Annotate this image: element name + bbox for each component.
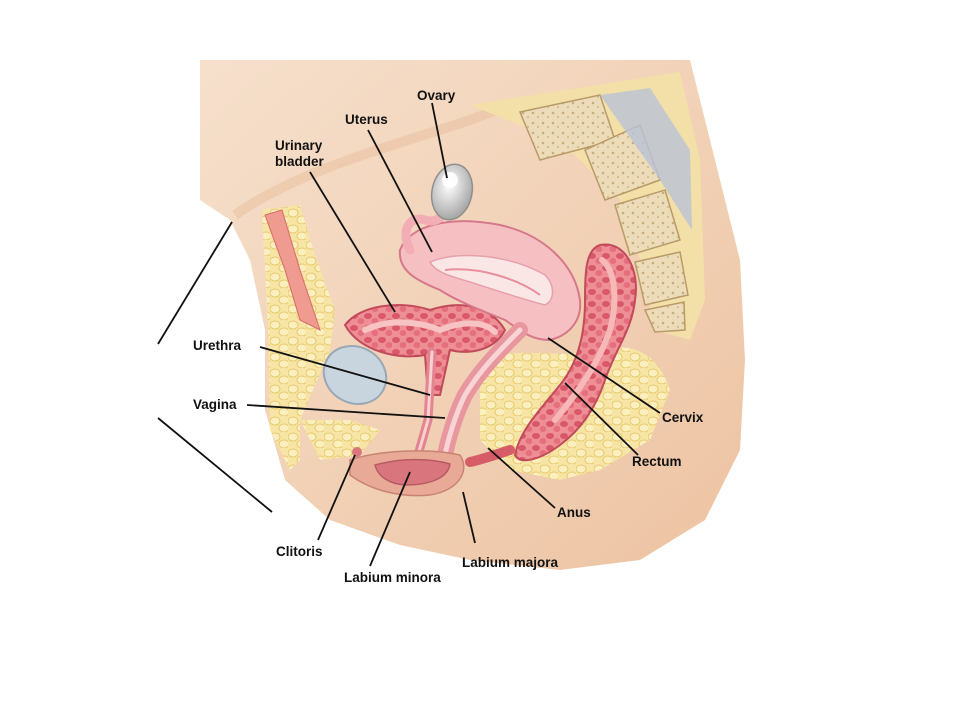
line-anus	[487, 447, 556, 509]
uterus-shape	[398, 220, 582, 342]
bracket-line-upper	[157, 221, 233, 345]
label-uterus: Uterus	[345, 112, 388, 127]
label-urethra: Urethra	[193, 338, 242, 353]
label-cervix: Cervix	[662, 410, 704, 425]
label-urinary-bladder-2: bladder	[275, 154, 325, 169]
line-uterus	[367, 129, 433, 253]
line-labium-minora	[369, 471, 411, 567]
line-vagina	[246, 404, 446, 419]
urinary-bladder	[343, 304, 507, 396]
bracket-line-lower	[157, 417, 273, 513]
line-cervix	[547, 337, 661, 414]
leader-lines	[157, 102, 661, 567]
anal-canal	[465, 445, 515, 467]
clitoris-shape	[352, 447, 362, 457]
line-labium-majora	[462, 491, 476, 544]
vertebra	[518, 88, 692, 333]
label-urinary-bladder-1: Urinary	[275, 138, 323, 153]
label-clitoris: Clitoris	[276, 544, 323, 559]
label-labium-majora: Labium majora	[462, 555, 559, 570]
label-ovary: Ovary	[417, 88, 456, 103]
abdominal-wall-muscle	[264, 209, 321, 331]
line-ovary	[431, 102, 448, 179]
pubic-bone	[322, 345, 388, 405]
rectum-shape	[513, 243, 637, 462]
line-clitoris	[317, 454, 356, 541]
line-rectum	[564, 382, 639, 456]
label-rectum: Rectum	[632, 454, 682, 469]
label-labium-minora: Labium minora	[344, 570, 441, 585]
line-urethra	[259, 346, 431, 396]
labium-minora-shape	[374, 458, 451, 486]
line-urinary-bladder	[309, 171, 396, 313]
ovary-shape	[430, 163, 474, 221]
external-genitalia	[349, 447, 465, 497]
labels: Ovary Uterus Urinary bladder Urethra Vag…	[193, 88, 704, 585]
label-anus: Anus	[557, 505, 591, 520]
sacrum	[470, 72, 705, 340]
label-vagina: Vagina	[193, 397, 237, 412]
